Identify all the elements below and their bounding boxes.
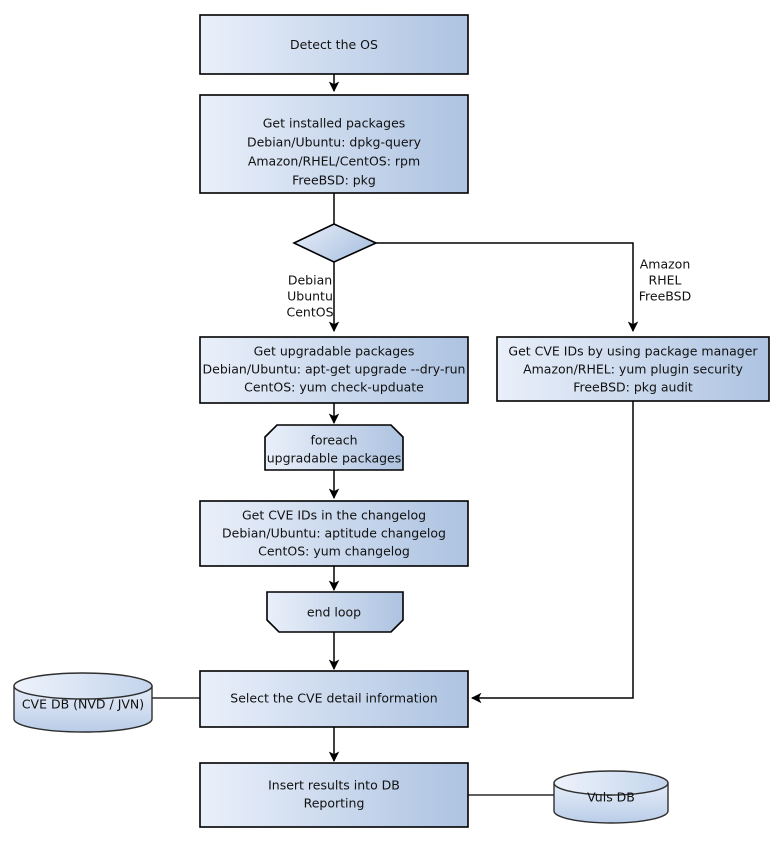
get-cve-ids-changelog-line-2: Debian/Ubuntu: aptitude changelog [222,526,446,541]
end-loop-label: end loop [307,605,361,620]
node-select-cve-detail[interactable]: Select the CVE detail information [199,670,469,728]
edge-decision-right [376,242,639,333]
get-installed-packages-line-2: Debian/Ubuntu: dpkg-query [247,135,422,150]
right-branch-line-1: Amazon [640,257,691,272]
node-get-cve-ids-pkg-manager[interactable]: Get CVE IDs by using package manager Ama… [496,336,770,402]
vuls-db-cylinder-top [553,770,669,796]
get-cve-ids-pkg-manager-box [496,336,770,402]
edge-label-right-branch: Amazon RHEL FreeBSD [639,257,691,304]
left-branch-line-2: Ubuntu [287,289,333,304]
get-cve-ids-changelog-line-3: CentOS: yum changelog [258,544,410,559]
left-branch-line-1: Debian [288,273,332,288]
node-cve-db[interactable]: CVE DB (NVD / JVN) [13,672,153,733]
node-get-upgradable-packages[interactable]: Get upgradable packages Debian/Ubuntu: a… [199,336,469,404]
node-vuls-db[interactable]: Vuls DB [553,770,669,824]
insert-results-line-1: Insert results into DB [268,778,400,793]
edge-pkgmanager-to-select [470,401,634,704]
node-end-loop[interactable]: end loop [266,591,404,633]
get-installed-packages-line-4: FreeBSD: pkg [292,173,376,188]
insert-results-box [199,762,469,828]
edge-label-left-branch: Debian Ubuntu CentOS [286,273,333,320]
vuls-db-label: Vuls DB [587,790,635,805]
node-insert-results[interactable]: Insert results into DB Reporting [199,762,469,828]
node-os-decision[interactable] [292,223,378,263]
get-installed-packages-line-3: Amazon/RHEL/CentOS: rpm [248,154,420,169]
node-get-cve-ids-changelog[interactable]: Get CVE IDs in the changelog Debian/Ubun… [199,500,469,567]
cve-db-cylinder-top [13,672,153,700]
select-cve-detail-box [199,670,469,728]
end-loop-shape [266,591,404,633]
cve-db-label: CVE DB (NVD / JVN) [22,697,144,712]
get-cve-ids-pkg-manager-line-1: Get CVE IDs by using package manager [508,344,758,359]
get-upgradable-packages-box [199,336,469,404]
get-cve-ids-changelog-box [199,500,469,567]
get-installed-packages-box [199,94,469,194]
get-cve-ids-pkg-manager-line-3: FreeBSD: pkg audit [573,380,693,395]
detect-os-label: Detect the OS [290,37,378,52]
node-get-installed-packages[interactable]: Get installed packages Debian/Ubuntu: dp… [199,94,469,194]
insert-results-line-2: Reporting [304,796,365,811]
foreach-loop-start-line-2: upgradable packages [267,451,402,466]
get-upgradable-packages-line-1: Get upgradable packages [254,344,415,359]
right-branch-line-3: FreeBSD [639,289,691,304]
foreach-loop-start-line-1: foreach [310,433,357,448]
detect-os-box [199,14,469,75]
right-branch-line-2: RHEL [649,273,682,288]
get-installed-packages-line-1: Get installed packages [263,116,406,131]
get-upgradable-packages-line-2: Debian/Ubuntu: apt-get upgrade --dry-run [203,362,466,377]
get-cve-ids-pkg-manager-line-2: Amazon/RHEL: yum plugin security [523,362,743,377]
node-detect-os[interactable]: Detect the OS [199,14,469,75]
left-branch-line-3: CentOS [286,305,333,320]
get-upgradable-packages-line-3: CentOS: yum check-upduate [244,380,424,395]
foreach-loop-start-shape [264,424,404,471]
get-cve-ids-changelog-line-1: Get CVE IDs in the changelog [242,508,426,523]
node-foreach-loop-start[interactable]: foreach upgradable packages [264,424,404,471]
os-decision-diamond [292,223,378,263]
select-cve-detail-label: Select the CVE detail information [230,691,437,706]
